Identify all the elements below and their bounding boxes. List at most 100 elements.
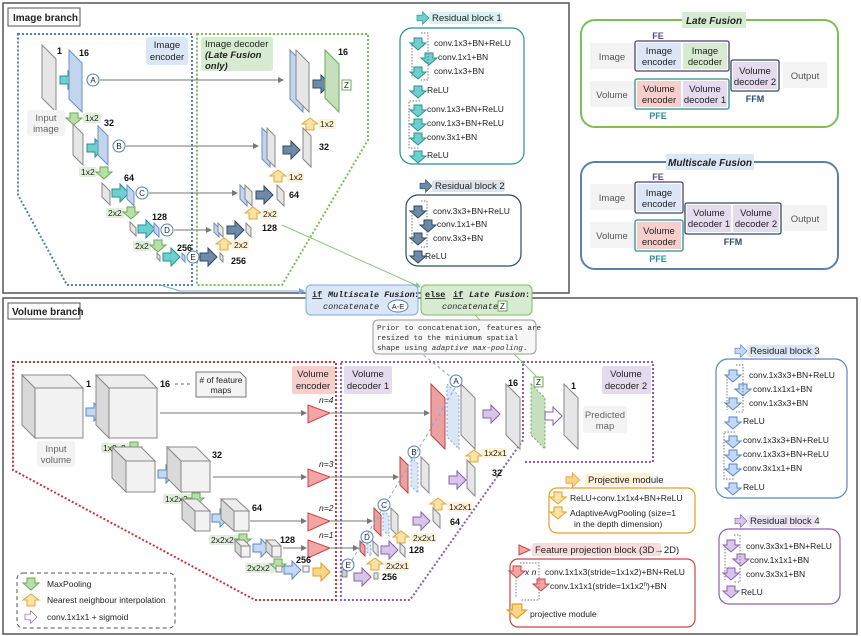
vol-skip-marker-d: D	[364, 533, 370, 542]
ms-if-keyword: if	[312, 290, 322, 300]
image-decoder-label-1: Image decoder	[205, 39, 268, 50]
rb2-line-2: conv.1x1+BN	[437, 219, 487, 229]
image-decoder-label-box	[201, 37, 273, 71]
volume-encoder-label-1: Volume	[297, 369, 329, 380]
vol-in-256-cube	[275, 565, 283, 573]
projective-module-arrow	[312, 562, 331, 582]
dec-ch-128: 128	[262, 223, 277, 233]
lf-marker: Z	[500, 302, 505, 311]
pool-label-3: 2x2	[108, 208, 122, 218]
image-branch-title: Image branch	[13, 13, 78, 24]
rb1-line-3: conv.1x3+BN	[434, 66, 484, 76]
lf-volume-decoder2-1: Volume	[739, 66, 771, 77]
rb1-line-7: conv.3x1+BN	[427, 132, 477, 142]
residual-block-2-arrow	[199, 247, 218, 267]
enc-ch-256: 256	[177, 243, 192, 253]
lf-volume-decoder2-2: decoder 2	[734, 77, 776, 88]
vol-output-marker-z: Z	[536, 378, 541, 387]
teal-arrow-icon	[416, 11, 430, 25]
skip-marker-d-label: D	[164, 226, 170, 235]
sigmoid-conv-arrow	[482, 404, 501, 424]
lf-row-volume: Volume	[596, 90, 628, 101]
feature-projection-block-n2	[307, 512, 332, 532]
vol-dec-ch-64: 64	[450, 517, 460, 527]
skip-marker-c-label: C	[139, 189, 145, 198]
ms-volume-decoder2-1: Volume	[740, 208, 772, 219]
vol-in-32-cube	[110, 445, 157, 494]
img-dec-feat-32	[302, 126, 312, 169]
volume-encoder-label-2: encoder	[296, 381, 330, 392]
img-enc-in-32	[72, 122, 84, 167]
legend-interpolation: Nearest neighbour interpolation	[47, 595, 166, 605]
note-line-3b: adaptive max-pooling	[432, 345, 524, 353]
rb3-line-2: conv.1x1x1+BN	[753, 384, 812, 394]
repeat-n: x n	[524, 567, 537, 577]
upsample-arrow	[366, 557, 384, 571]
rb3-line-7: conv.3x1x1+BN	[743, 463, 802, 473]
feature-projection-block-n4	[307, 404, 332, 424]
upsample-arrow	[215, 237, 233, 251]
late-fusion-panel: Late Fusion Image Volume FE Image encode…	[580, 12, 839, 128]
feature-maps-note-2: maps	[211, 385, 232, 395]
residual-block-2-arrow	[255, 185, 274, 205]
sigmoid-conv-arrow	[380, 540, 399, 560]
enc-ch-1: 1	[57, 46, 62, 56]
img-enc-feat-256	[181, 251, 186, 264]
input-volume-cube	[20, 373, 85, 440]
concatenation-note	[372, 319, 537, 355]
enc-ch-16: 16	[79, 48, 89, 58]
sigmoid-conv-arrow	[448, 470, 467, 490]
ms-marker: A-E	[392, 302, 405, 311]
skip-marker-b-label: B	[116, 142, 121, 151]
residual-block-3: Residual block 3 conv.1x3x3+BN+ReLU conv…	[715, 344, 848, 499]
skip-marker-b	[112, 139, 126, 153]
maxpool-arrow	[149, 239, 167, 253]
ms-fe-label: FE	[652, 172, 664, 182]
residual-block-2: Residual block 2 conv.3x3+BN+ReLU conv.1…	[405, 179, 522, 267]
ms-volume-encoder-2: encoder	[642, 237, 676, 248]
vol-enc-ch-32: 32	[212, 450, 222, 460]
img-enc-feat-32	[97, 124, 109, 167]
lf-image-encoder-1: Image	[646, 46, 672, 57]
vol-up-label-4: 2x2x1	[386, 561, 409, 571]
skip-marker-e	[186, 250, 200, 264]
rb1-line-6: conv.1x3+BN+ReLU	[427, 118, 504, 128]
image-branch-panel: Image branch Image encoder Image decoder…	[2, 2, 570, 294]
rb2-line-4: ReLU	[425, 251, 447, 261]
image-decoder-label-2: (Late Fusion	[205, 50, 262, 61]
n-label-1: n=1	[319, 530, 334, 540]
vol-skip-marker-e: E	[345, 561, 350, 570]
residual-block-4-title: Residual block 4	[750, 516, 820, 527]
lf-volume-encoder-2: encoder	[642, 95, 676, 106]
rb3-line-5: conv.1x3x3+BN+ReLU	[743, 435, 829, 445]
slate-arrow-icon	[419, 179, 433, 193]
image-encoder-region	[17, 33, 193, 286]
feature-projection-title: Feature projection block (3D→2D)	[535, 545, 679, 556]
residual-block-2-arrow	[282, 140, 301, 160]
residual-block-1-arrow	[111, 183, 130, 203]
pool-label-box	[79, 167, 97, 177]
residual-block-2-title: Residual block 2	[435, 181, 505, 192]
feature-projection-block-n1	[307, 539, 332, 559]
n-label-2: n=2	[319, 503, 334, 513]
vol-decoder1-level5: E 256	[341, 558, 397, 587]
rb3-line-8: ReLU	[743, 482, 765, 492]
img-enc-feat-64	[126, 183, 135, 208]
fpb-line-3: projective module	[530, 609, 597, 619]
img-dec-up-32	[266, 126, 276, 169]
maxpool-arrow	[95, 166, 113, 180]
vol-decoder2: Z 1 Predicted map	[530, 376, 627, 451]
vol-pool-label-4: 2x2x2	[247, 563, 270, 573]
img-dec-concat-128	[213, 221, 220, 239]
ms-volume-decoder1-2: decoder 1	[688, 219, 730, 230]
vol-dec-ch-256: 256	[382, 572, 397, 582]
input-image-label-box	[27, 110, 65, 136]
enc-ch-128: 128	[152, 212, 167, 222]
ms-image-encoder-2: encoder	[642, 199, 676, 210]
pool-label-box	[83, 113, 101, 123]
projective-line-2: AdaptiveAvgPooling (size=1	[570, 508, 676, 518]
residual-block-1-title: Residual block 1	[432, 13, 502, 24]
note-line-3c: .	[523, 345, 528, 353]
feature-projection-block-n3	[307, 468, 332, 488]
late-fusion-title-box	[682, 12, 746, 28]
